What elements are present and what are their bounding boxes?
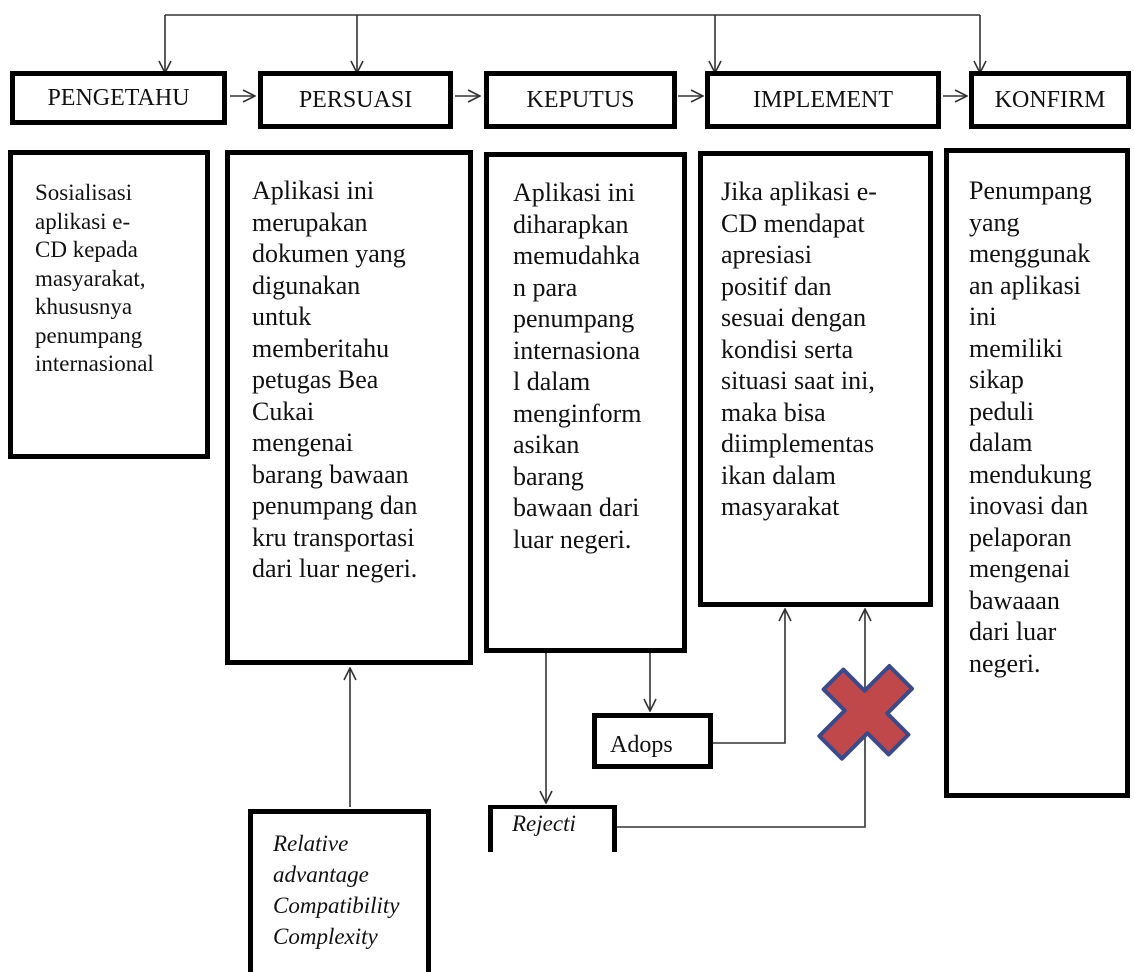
stage-header-persuasi: PERSUASI	[258, 71, 453, 129]
stage-header-implementasi: IMPLEMENT	[705, 71, 941, 129]
factor-complexity: Complexity	[273, 924, 378, 949]
stage-body-konfirmasi: Penumpang yang menggunak an aplikasi ini…	[944, 148, 1130, 798]
stage-text-implementasi: Jika aplikasi e- CD mendapat apresiasi p…	[721, 177, 877, 521]
stage-text-keputusan: Aplikasi ini diharapkan memudahka n para…	[513, 178, 642, 554]
factor-compatibility: Compatibility	[273, 893, 400, 918]
stage-header-pengetahuan: PENGETAHU	[10, 71, 227, 125]
stage-header-konfirmasi: KONFIRM	[969, 71, 1131, 129]
arrow-adopt-implement	[713, 609, 785, 744]
factor-advantage: advantage	[273, 862, 369, 887]
stage-body-implementasi: Jika aplikasi e- CD mendapat apresiasi p…	[698, 151, 933, 607]
adopt-label: Adops	[610, 732, 673, 758]
adopt-box: Adops	[592, 713, 713, 769]
stage-body-persuasi: Aplikasi ini merupakan dokumen yang digu…	[225, 150, 473, 665]
stage-text-persuasi: Aplikasi ini merupakan dokumen yang digu…	[252, 176, 418, 583]
innovation-factors-box: Relative advantage Compatibility Complex…	[248, 809, 431, 972]
stage-body-pengetahuan: Sosialisasi aplikasi e- CD kepada masyar…	[8, 150, 210, 459]
stage-body-keputusan: Aplikasi ini diharapkan memudahka n para…	[484, 152, 687, 653]
factor-relative: Relative	[273, 831, 349, 856]
arrow-reject-implement	[617, 609, 865, 828]
reject-label: Rejecti	[512, 811, 576, 836]
stage-text-pengetahuan: Sosialisasi aplikasi e- CD kepada masyar…	[35, 180, 154, 376]
stage-header-keputusan: KEPUTUS	[484, 71, 677, 129]
stage-text-konfirmasi: Penumpang yang menggunak an aplikasi ini…	[969, 176, 1092, 678]
reject-box: Rejecti	[488, 805, 617, 852]
cross-icon	[817, 664, 914, 761]
